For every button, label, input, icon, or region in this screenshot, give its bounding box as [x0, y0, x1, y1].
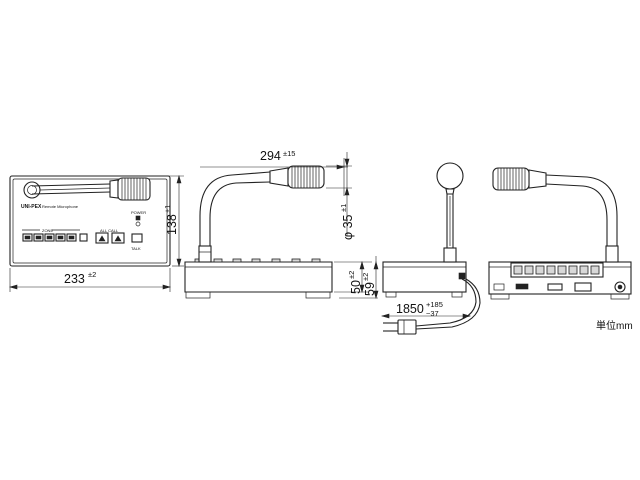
side-view: 294 ±15 φ 35 ±1 50 ±2 59 ±2	[184, 149, 379, 300]
width-dim-value: 233	[64, 272, 85, 286]
dia-dim-tol: ±1	[339, 204, 348, 212]
model-text: Remote Microphone	[42, 204, 79, 209]
brand-label: UNI-PEX	[21, 204, 42, 210]
width-dim-tol: ±2	[88, 270, 96, 279]
all-call-label: ALL CALL	[100, 228, 119, 233]
power-cord: 1850 +185 −37	[380, 278, 481, 335]
unit-label: 単位mm	[596, 319, 633, 332]
height-dim-value: 138	[165, 214, 179, 235]
total-h-dim-tol: ±2	[361, 273, 370, 281]
total-h-dim-value: 59	[363, 282, 377, 296]
body-h-dim-tol: ±2	[347, 271, 356, 279]
rear-view	[488, 167, 632, 300]
height-dim-tol: ±1	[163, 205, 172, 213]
zone-group-label: ZONE	[42, 228, 53, 233]
reach-dim-value: 294	[260, 149, 281, 163]
power-label: POWER	[131, 210, 146, 215]
end-view	[382, 162, 467, 298]
front-view: UNI-PEX Remote Microphone POWER ZONE ALL…	[8, 174, 184, 292]
cord-dim-tol-plus: +185	[426, 300, 443, 309]
reach-dim-tol: ±15	[283, 149, 295, 158]
talk-label: TALK	[131, 246, 141, 251]
dia-dim-value: φ 35	[341, 214, 355, 240]
cord-dim-value: 1850	[396, 302, 424, 316]
zone-buttons	[22, 233, 88, 242]
cord-dim-tol-minus: −37	[426, 309, 439, 318]
body-h-dim-value: 50	[349, 280, 363, 294]
